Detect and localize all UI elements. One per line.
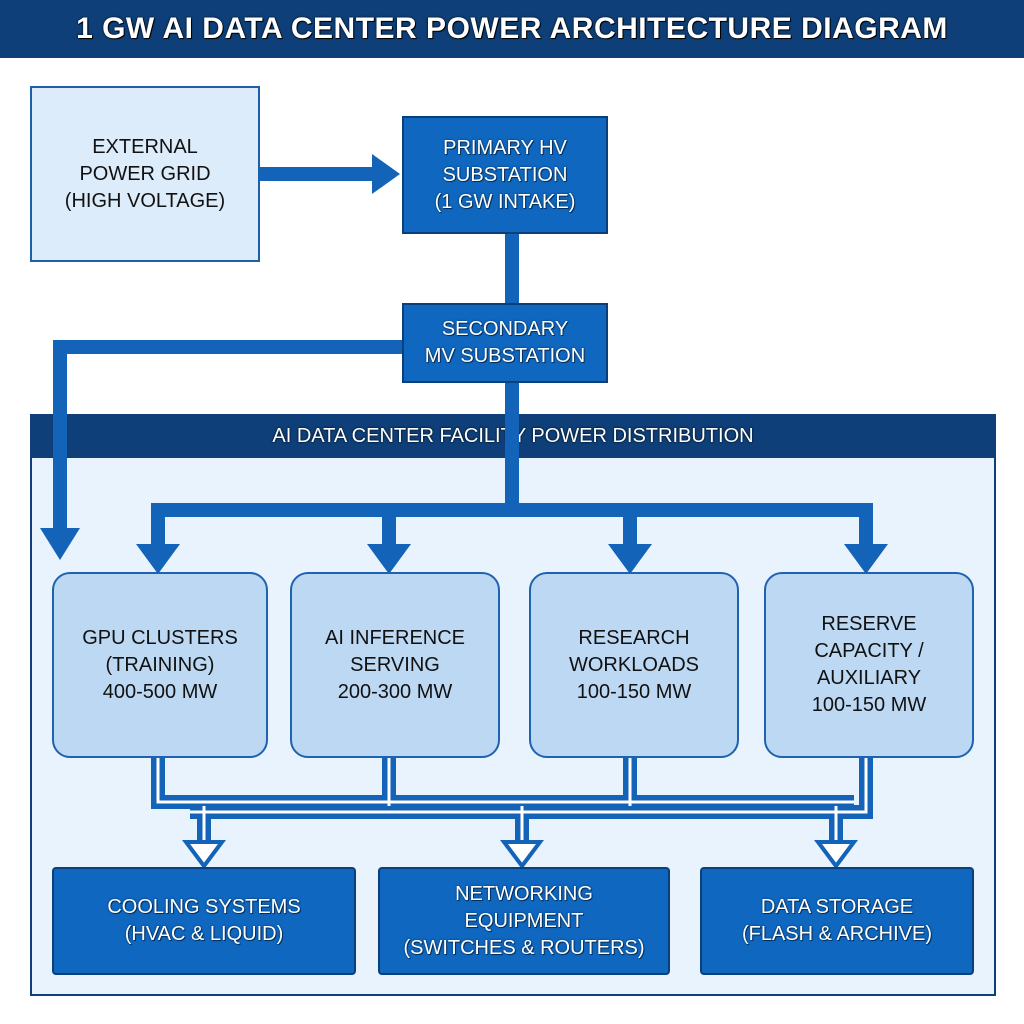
cooling-line-1: COOLING SYSTEMS — [107, 896, 301, 918]
inference-line-1: AI INFERENCE — [324, 626, 466, 649]
primary-line-3: (1 GW INTAKE) — [434, 190, 576, 213]
secondary-line-2: MV SUBSTATION — [424, 345, 586, 367]
storage-line-2: (FLASH & ARCHIVE) — [741, 923, 933, 945]
secondary-mv-substation-box: SECONDARY MV SUBSTATION — [402, 303, 608, 383]
inference-line-2: SERVING — [350, 653, 440, 676]
research-line-1: RESEARCH — [578, 626, 690, 649]
gpu-line-2: (TRAINING) — [105, 653, 215, 676]
cooling-line-2: (HVAC & LIQUID) — [124, 923, 284, 945]
ai-inference-box: AI INFERENCE SERVING 200-300 MW — [290, 572, 500, 758]
networking-line-3: (SWITCHES & ROUTERS) — [403, 936, 645, 959]
networking-equipment-box: NETWORKING EQUIPMENT (SWITCHES & ROUTERS… — [378, 867, 670, 975]
research-line-2: WORKLOADS — [568, 653, 700, 676]
reserve-line-2: CAPACITY / — [814, 640, 924, 662]
external-power-grid-box: EXTERNAL POWER GRID (HIGH VOLTAGE) — [30, 86, 260, 262]
inference-power: 200-300 MW — [337, 680, 453, 703]
networking-line-1: NETWORKING — [455, 882, 593, 905]
grid-line-3: (HIGH VOLTAGE) — [64, 189, 226, 212]
primary-line-1: PRIMARY HV — [443, 136, 567, 159]
diagram-title: 1 GW AI DATA CENTER POWER ARCHITECTURE D… — [0, 0, 1024, 58]
gpu-clusters-box: GPU CLUSTERS (TRAINING) 400-500 MW — [52, 572, 268, 758]
primary-line-2: SUBSTATION — [442, 163, 568, 186]
reserve-line-3: AUXILIARY — [816, 667, 922, 689]
reserve-line-1: RESERVE — [821, 613, 917, 635]
research-workloads-box: RESEARCH WORKLOADS 100-150 MW — [529, 572, 739, 758]
networking-line-2: EQUIPMENT — [464, 909, 584, 932]
data-storage-box: DATA STORAGE (FLASH & ARCHIVE) — [700, 867, 974, 975]
research-power: 100-150 MW — [576, 680, 692, 703]
cooling-systems-box: COOLING SYSTEMS (HVAC & LIQUID) — [52, 867, 356, 975]
storage-line-1: DATA STORAGE — [760, 896, 914, 918]
arrow-head-primary — [372, 154, 400, 194]
gpu-line-1: GPU CLUSTERS — [82, 626, 238, 649]
grid-line-2: POWER GRID — [79, 162, 211, 185]
reserve-power: 100-150 MW — [811, 694, 927, 716]
secondary-line-1: SECONDARY — [441, 318, 569, 340]
primary-hv-substation-box: PRIMARY HV SUBSTATION (1 GW INTAKE) — [402, 116, 608, 234]
facility-header: AI DATA CENTER FACILITY POWER DISTRIBUTI… — [30, 414, 996, 458]
grid-line-1: EXTERNAL — [92, 135, 198, 158]
gpu-power: 400-500 MW — [102, 680, 218, 703]
reserve-capacity-box: RESERVE CAPACITY / AUXILIARY 100-150 MW — [764, 572, 974, 758]
